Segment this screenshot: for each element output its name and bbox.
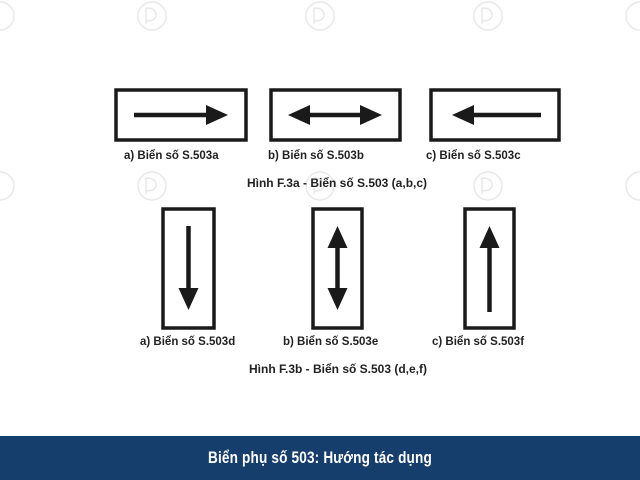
banner-title: Biển phụ số 503: Hướng tác dụng — [208, 448, 432, 467]
figure-a-signs — [114, 88, 561, 330]
down-arrow-icon — [178, 226, 199, 310]
sign-s503b — [269, 88, 402, 142]
right-arrow-icon — [134, 105, 228, 125]
up-arrow-icon — [479, 226, 500, 312]
left-right-arrow-icon — [288, 105, 382, 125]
figure-a-caption: Hình F.3a - Biển số S.503 (a,b,c) — [246, 176, 428, 190]
sign-label-s503a: a) Biển số S.503a — [124, 150, 219, 162]
sign-s503f — [463, 207, 516, 330]
sign-label-s503c: c) Biển số S.503c — [426, 150, 521, 162]
sign-label-s503f: c) Biển số S.503f — [432, 336, 525, 348]
sign-s503d — [161, 207, 216, 330]
sign-label-s503b: b) Biển số S.503b — [268, 150, 364, 162]
sign-label-s503e: b) Biển số S.503e — [283, 336, 379, 348]
sign-diagram: a) Biển số S.503a b) Biển số S.503b c) B… — [114, 88, 561, 376]
sign-s503e — [311, 207, 364, 330]
sign-label-s503d: a) Biển số S.503d — [140, 336, 236, 348]
figure-b-caption: Hình F.3b - Biển số S.503 (d,e,f) — [248, 362, 428, 376]
sign-s503a — [114, 88, 248, 142]
left-arrow-icon — [452, 105, 541, 125]
sign-s503c — [429, 88, 561, 142]
up-down-arrow-icon — [327, 226, 348, 310]
title-banner: Biển phụ số 503: Hướng tác dụng — [0, 436, 640, 480]
